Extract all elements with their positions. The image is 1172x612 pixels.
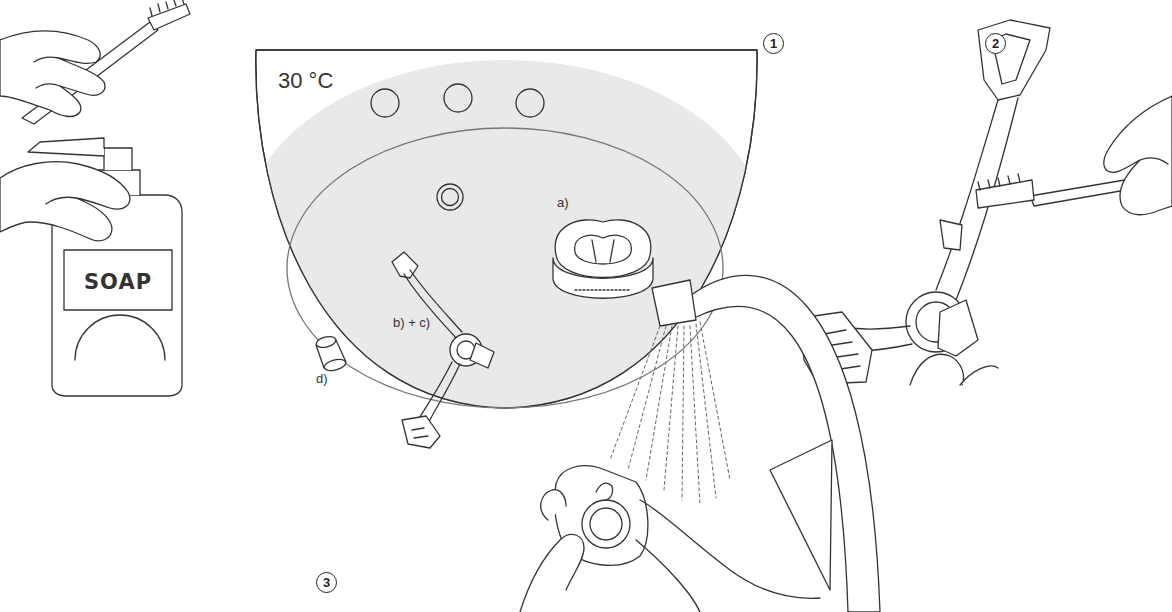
callout-text: 1 [770, 37, 777, 50]
frame-part-large [800, 20, 1050, 385]
part-letter: d) [316, 372, 328, 385]
hand-with-cushion [520, 466, 820, 612]
elbow-part [315, 335, 347, 373]
faucet [652, 275, 880, 612]
sink [243, 50, 767, 410]
toothbrush-hand [0, 0, 190, 124]
callout-number: 2 [985, 33, 1006, 54]
soap-bottle [0, 138, 182, 396]
cushion-part [553, 220, 653, 298]
toothbrush-hand [976, 96, 1172, 215]
frame-part [392, 252, 494, 448]
bottle-label: SOAP [66, 262, 170, 302]
callout-text: 2 [992, 37, 999, 50]
part-letter: a) [557, 196, 569, 209]
part-letter: b) + c) [393, 316, 430, 329]
water-spray [610, 322, 730, 505]
callout-number: 1 [763, 33, 784, 54]
bottle-text: SOAP [84, 272, 152, 293]
temperature-label: 30 °C [278, 70, 333, 92]
callout-number: 3 [316, 572, 337, 593]
callout-text: 3 [323, 576, 330, 589]
